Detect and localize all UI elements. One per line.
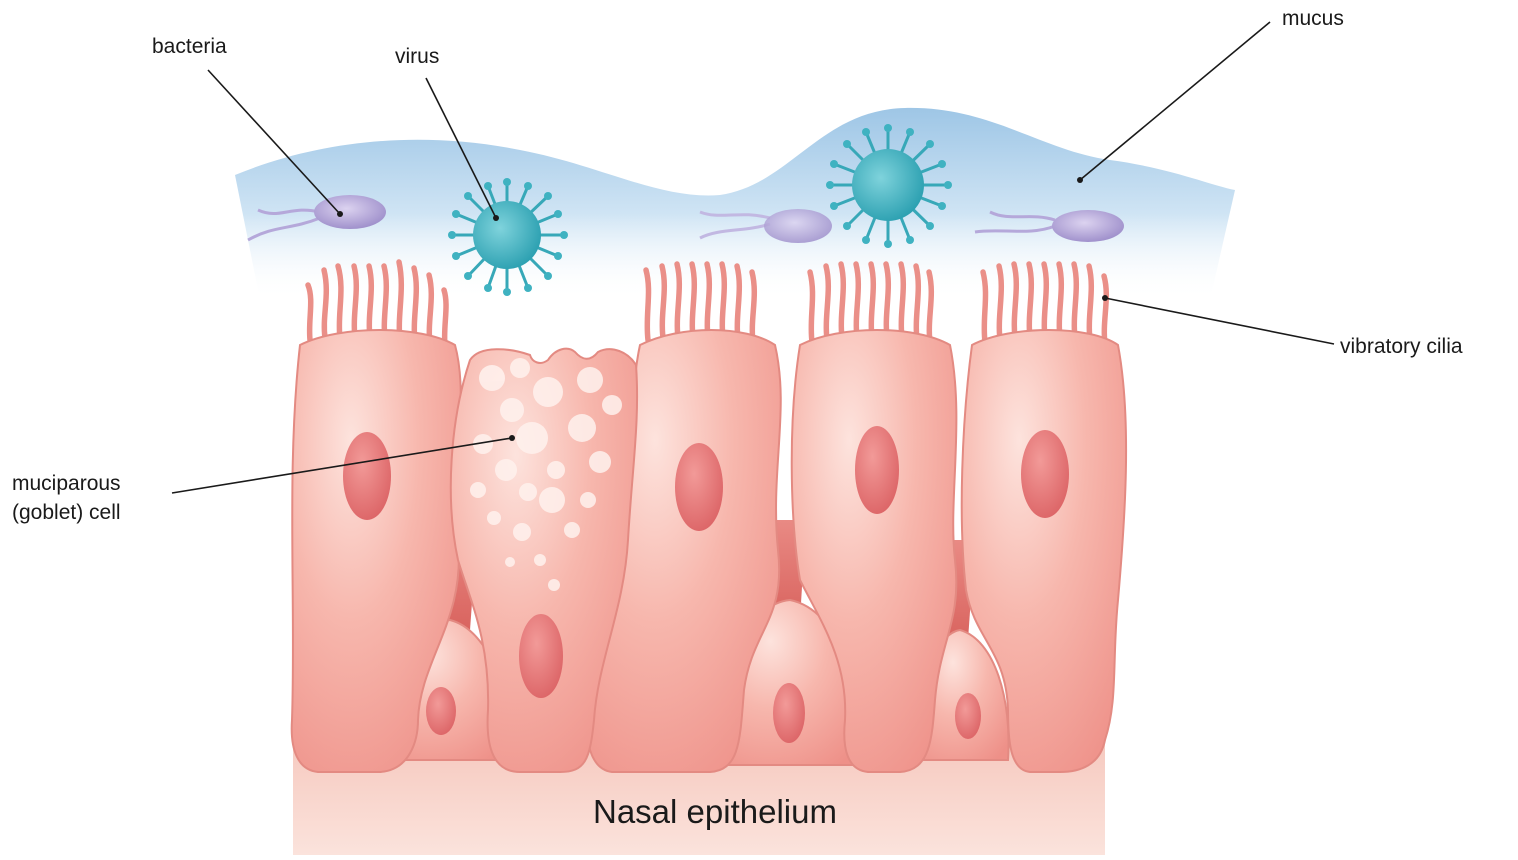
nucleus (426, 687, 456, 735)
mucus-leader-dot (1077, 177, 1083, 183)
cilia-leader-dot (1102, 295, 1108, 301)
goblet-leader-dot (509, 435, 515, 441)
label-vibratory-cilia: vibratory cilia (1340, 335, 1463, 358)
nucleus (1021, 430, 1069, 518)
bacteria-leader-dot (337, 211, 343, 217)
virus-leader-dot (493, 215, 499, 221)
label-goblet-line1: muciparous (12, 472, 121, 495)
nucleus (675, 443, 723, 531)
nucleus (519, 614, 563, 698)
label-bacteria: bacteria (152, 35, 227, 58)
label-mucus: mucus (1282, 7, 1344, 30)
nucleus (343, 432, 391, 520)
nucleus (773, 683, 805, 743)
nucleus (955, 693, 981, 739)
diagram-title: Nasal epithelium (593, 793, 837, 830)
nucleus (855, 426, 899, 514)
label-goblet-line2: (goblet) cell (12, 501, 121, 524)
mucus-leader (1080, 22, 1270, 180)
cilia-leader (1105, 298, 1334, 344)
label-virus: virus (395, 45, 439, 68)
